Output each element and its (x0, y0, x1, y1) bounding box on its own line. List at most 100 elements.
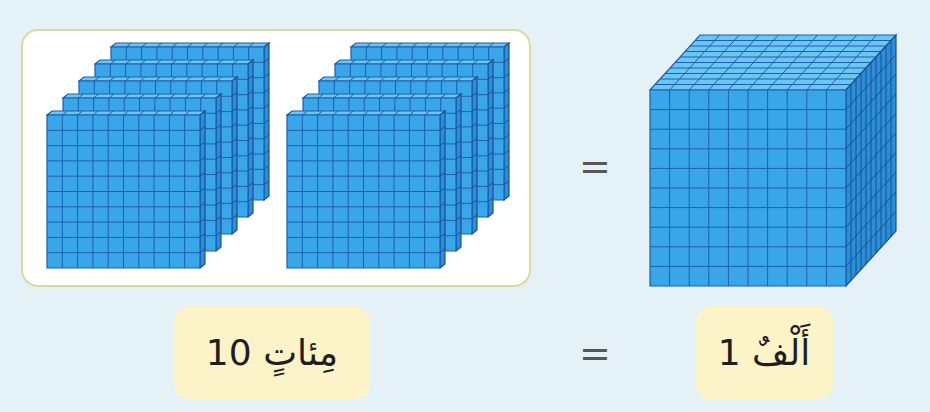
hundred-flat (47, 111, 205, 268)
grid-line (440, 249, 445, 253)
grid-line (200, 203, 205, 207)
cube-face (47, 115, 200, 268)
grid-line (248, 106, 253, 110)
cube-face (846, 35, 896, 286)
grid-line (200, 188, 205, 192)
grid-line (216, 140, 221, 144)
grid-line (670, 35, 720, 90)
grid-line (504, 165, 509, 169)
grid-line (216, 216, 221, 220)
grid-line (47, 176, 200, 177)
grid-line (456, 109, 461, 113)
cube-face (287, 115, 440, 268)
grid-line (488, 152, 493, 156)
value-label: 10 مِئاتٍ (206, 330, 338, 377)
grid-line (504, 181, 509, 185)
grid-line (689, 35, 739, 90)
grid-line (287, 237, 440, 238)
grid-line (440, 203, 445, 207)
grid-line (47, 160, 200, 161)
grid-line (232, 92, 237, 96)
grid-line (264, 104, 269, 108)
grid-line (472, 184, 477, 188)
grid-line (472, 169, 477, 173)
grid-line (287, 160, 440, 161)
grid-line (650, 109, 846, 110)
grid-line (456, 140, 461, 144)
grid-line (488, 91, 493, 95)
grid-line (232, 184, 237, 188)
grid-line (472, 199, 477, 203)
grid-line (488, 106, 493, 110)
cube-face (440, 111, 445, 268)
grid-line (504, 135, 509, 139)
grid-line (47, 191, 200, 192)
grid-line (504, 89, 509, 93)
grid-line (232, 215, 237, 219)
hundred-flats (47, 43, 509, 268)
grid-line (504, 58, 509, 62)
grid-line (232, 108, 237, 112)
grid-line (47, 206, 200, 207)
equals-sign: = (579, 144, 611, 188)
grid-line (216, 232, 221, 236)
grid-line (650, 246, 846, 247)
grid-line (728, 35, 778, 90)
cube-face (504, 43, 509, 200)
cube-face (200, 111, 205, 268)
grid-line (650, 129, 846, 130)
cube-face (650, 90, 846, 286)
grid-line (456, 201, 461, 205)
grid-line (440, 126, 445, 130)
grid-line (472, 215, 477, 219)
value-label-box: 1 أَلْفٌ (696, 306, 833, 400)
grid-line (456, 155, 461, 159)
grid-line (216, 125, 221, 129)
grid-line (248, 167, 253, 171)
grid-line (264, 165, 269, 169)
grid-line (456, 125, 461, 129)
grid-line (200, 218, 205, 222)
grid-line (650, 148, 846, 149)
grid-line (440, 233, 445, 237)
value-label: 1 أَلْفٌ (718, 330, 811, 377)
grid-line (807, 35, 857, 90)
grid-line (47, 222, 200, 223)
grid-line (488, 182, 493, 186)
grid-line (287, 191, 440, 192)
grid-line (488, 167, 493, 171)
cube-face (456, 94, 461, 251)
grid-line (440, 172, 445, 176)
grid-line (287, 145, 440, 146)
grid-line (650, 188, 846, 189)
cube-face (216, 94, 221, 251)
grid-line (456, 216, 461, 220)
grid-line (287, 176, 440, 177)
grid-line (200, 126, 205, 130)
grid-line (650, 207, 846, 208)
grid-line (650, 227, 846, 228)
thousand-cube (650, 35, 896, 286)
grid-line (248, 75, 253, 79)
grid-line (748, 35, 798, 90)
grid-line (232, 138, 237, 142)
grid-line (248, 198, 253, 202)
grid-line (488, 137, 493, 141)
grid-line (787, 35, 837, 90)
grid-line (287, 206, 440, 207)
grid-line (264, 58, 269, 62)
grid-line (472, 138, 477, 142)
grid-line (456, 232, 461, 236)
grid-line (200, 172, 205, 176)
grid-line (200, 142, 205, 146)
grid-line (287, 252, 440, 253)
grid-line (287, 222, 440, 223)
grid-line (264, 120, 269, 124)
grid-line (232, 154, 237, 158)
thousand-block (650, 35, 896, 286)
grid-line (472, 108, 477, 112)
grid-line (248, 121, 253, 125)
grid-line (248, 137, 253, 141)
grid-line (216, 201, 221, 205)
grid-line (232, 169, 237, 173)
